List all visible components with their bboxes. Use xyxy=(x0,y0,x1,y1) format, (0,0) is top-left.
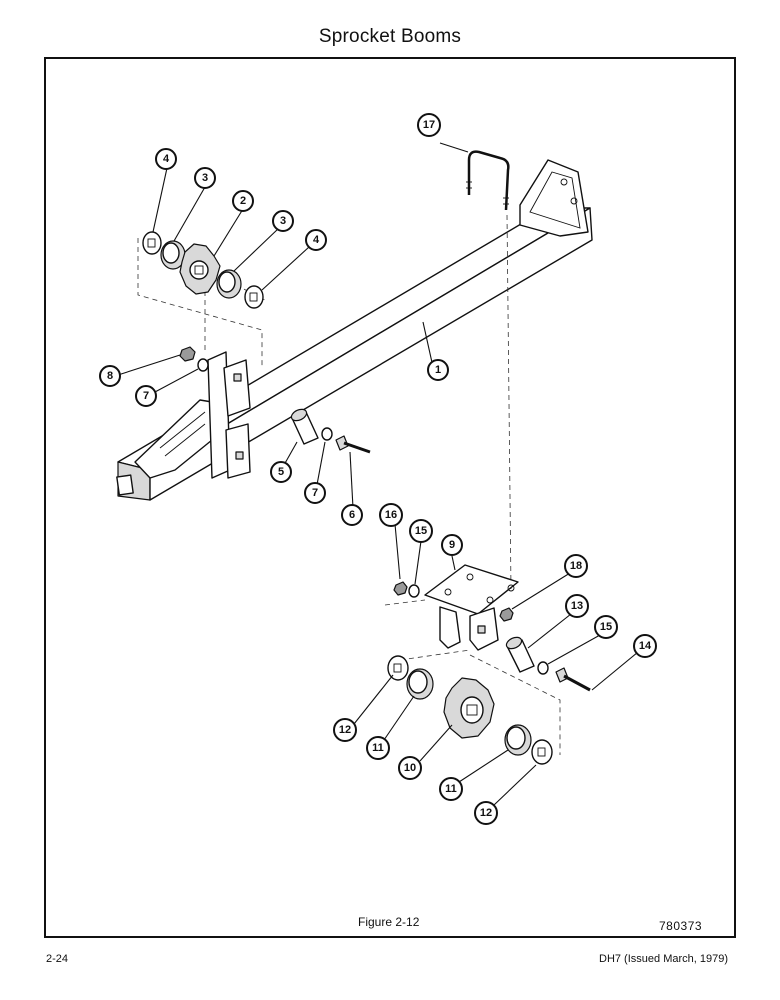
svg-text:11: 11 xyxy=(372,742,384,754)
callout-12-left: 12 xyxy=(333,718,357,742)
page-number: 2-24 xyxy=(46,953,69,965)
document-reference: DH7 (Issued March, 1979) xyxy=(599,953,728,965)
svg-text:2: 2 xyxy=(240,195,246,207)
callout-11-right: 11 xyxy=(439,777,463,801)
svg-text:14: 14 xyxy=(639,640,652,652)
callout-10: 10 xyxy=(398,756,422,780)
lower-bracket-part xyxy=(384,564,561,755)
svg-text:8: 8 xyxy=(107,370,113,382)
svg-text:15: 15 xyxy=(600,621,612,633)
svg-text:12: 12 xyxy=(339,724,351,736)
bracket-fasteners xyxy=(393,581,514,622)
callout-17: 17 xyxy=(417,113,441,137)
svg-text:12: 12 xyxy=(480,807,492,819)
callout-7-upper: 7 xyxy=(135,385,157,407)
figure-caption: Figure 2-12 xyxy=(358,915,420,929)
callout-13: 13 xyxy=(565,594,589,618)
callout-18: 18 xyxy=(564,554,588,578)
callout-9: 9 xyxy=(441,534,463,556)
svg-text:16: 16 xyxy=(385,509,397,521)
svg-text:7: 7 xyxy=(312,487,318,499)
callout-1: 1 xyxy=(427,359,449,381)
callout-6: 6 xyxy=(341,504,363,526)
svg-text:4: 4 xyxy=(163,153,170,165)
svg-text:15: 15 xyxy=(415,525,427,537)
svg-text:4: 4 xyxy=(313,234,320,246)
callout-15-lower: 15 xyxy=(594,615,618,639)
svg-text:6: 6 xyxy=(349,509,355,521)
svg-text:9: 9 xyxy=(449,539,455,551)
svg-text:17: 17 xyxy=(423,119,435,131)
svg-text:3: 3 xyxy=(202,172,208,184)
callout-14: 14 xyxy=(633,634,657,658)
upper-sprocket-assembly xyxy=(137,231,266,368)
svg-text:7: 7 xyxy=(143,390,149,402)
middle-fasteners xyxy=(290,408,371,454)
callout-11-left: 11 xyxy=(366,736,390,760)
svg-text:10: 10 xyxy=(404,762,416,774)
callout-3-upper-left: 3 xyxy=(194,167,216,189)
callout-4-upper-right: 4 xyxy=(305,229,327,251)
callout-15-upper: 15 xyxy=(409,519,433,543)
svg-text:18: 18 xyxy=(570,560,582,572)
callout-8: 8 xyxy=(99,365,121,387)
leader-lines xyxy=(117,142,639,806)
lower-sprocket-assembly xyxy=(387,655,553,765)
svg-text:13: 13 xyxy=(571,600,583,612)
lower-right-fasteners xyxy=(505,636,591,692)
callout-7-lower: 7 xyxy=(304,482,326,504)
u-bolt-part xyxy=(466,150,512,591)
boom-part xyxy=(116,159,593,501)
callout-5: 5 xyxy=(270,461,292,483)
drawing-number: 780373 xyxy=(659,919,703,933)
svg-text:11: 11 xyxy=(445,783,457,795)
svg-text:5: 5 xyxy=(278,466,284,478)
callout-3-upper-right: 3 xyxy=(272,210,294,232)
callout-4-upper-left: 4 xyxy=(155,148,177,170)
svg-text:3: 3 xyxy=(280,215,286,227)
callout-16: 16 xyxy=(379,503,403,527)
page-title: Sprocket Booms xyxy=(318,26,462,47)
svg-text:1: 1 xyxy=(435,364,441,376)
callout-12-right: 12 xyxy=(474,801,498,825)
figure-frame xyxy=(44,57,736,938)
callout-2: 2 xyxy=(232,190,254,212)
left-fasteners xyxy=(179,346,209,372)
